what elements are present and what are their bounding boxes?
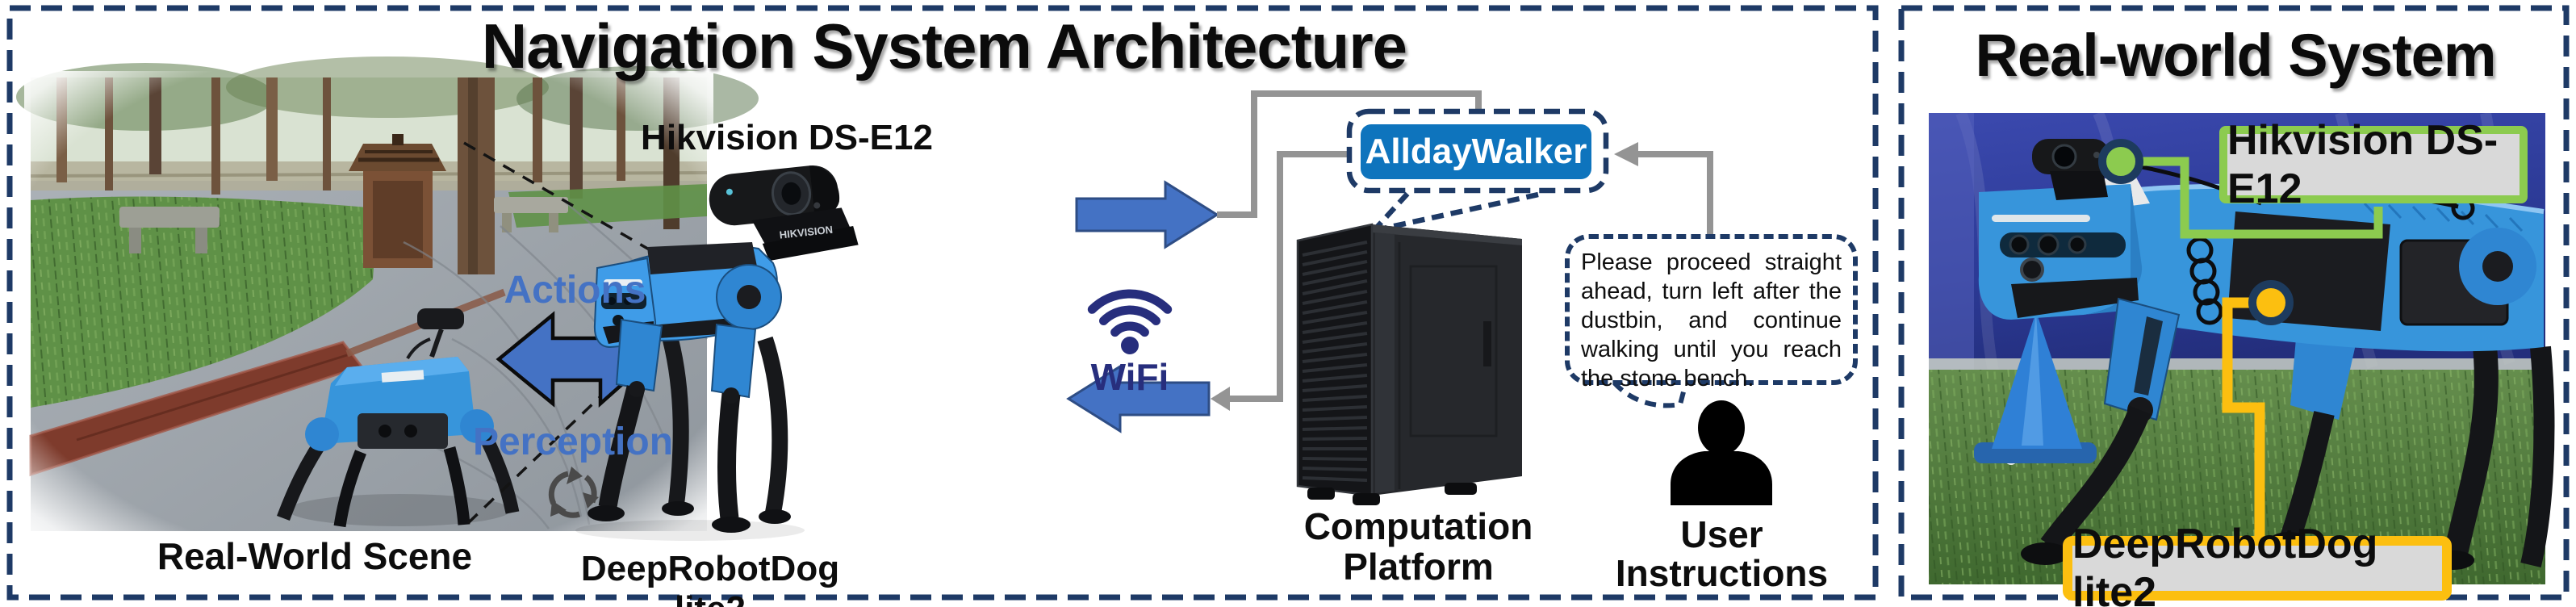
computer-tower-image (1296, 223, 1522, 505)
webcam-brand-text: HIKVISION (779, 224, 834, 241)
yellow-dot-marker (2248, 280, 2294, 325)
left-panel-title: Navigation System Architecture (481, 10, 1407, 82)
robot-callout-box: DeepRobotDog lite2 (2063, 521, 2452, 607)
connector-lines (1217, 90, 1713, 402)
wifi-icon (1087, 289, 1173, 354)
computer-label: Computation Platform (1303, 505, 1533, 588)
real-world-scene-photo (16, 57, 759, 538)
speech-bubble-tail (1612, 379, 1689, 408)
arrowhead-left-icon-2 (1614, 142, 1638, 166)
flow-arrow-right-icon (1075, 180, 1219, 249)
connector-module-to-robot (1230, 151, 1349, 402)
tower-grille (1302, 241, 1368, 482)
connector-user-to-module (1638, 151, 1713, 237)
webcam-image: HIKVISION (709, 165, 859, 262)
camera-callout-box: Hikvision DS-E12 (2219, 117, 2528, 212)
left-panel-border (6, 5, 1879, 601)
module-label: AlldayWalker (1365, 132, 1587, 171)
arrowhead-left-icon (1211, 387, 1230, 411)
perception-label: Perception (472, 421, 674, 463)
user-label: User Instructions (1615, 513, 1829, 595)
yellow-leader-line (2222, 297, 2265, 539)
green-dot-marker (2098, 139, 2143, 184)
user-speech-bubble: Please proceed straight ahead, turn left… (1565, 234, 1858, 391)
green-leader-line (2140, 157, 2383, 239)
traffic-cone (1974, 312, 2097, 463)
scene-caption: Real-World Scene (157, 535, 473, 577)
robot-dog-image (575, 242, 805, 541)
actions-label: Actions (504, 269, 646, 312)
right-panel-title: Real-world System (1975, 22, 2496, 89)
flow-arrow-left-icon (1066, 364, 1211, 433)
module-bubble (1346, 108, 1609, 233)
camera-label: Hikvision DS-E12 (641, 118, 933, 157)
cycle-icon (548, 467, 599, 518)
connector-robot-to-module (1217, 90, 1482, 218)
module-pill (1361, 124, 1591, 179)
person-icon (1671, 400, 1772, 505)
robot-label: DeepRobotDog lite2 (580, 549, 840, 607)
wifi-label: WiFi (1090, 356, 1169, 398)
cable-coil (2186, 237, 2223, 325)
